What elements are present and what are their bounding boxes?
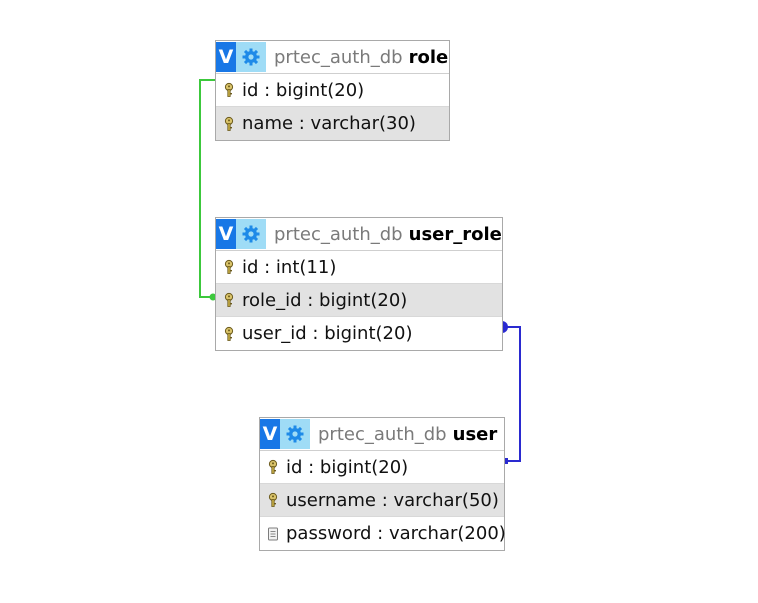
table-db-name: prtec_auth_db (274, 46, 403, 68)
table-user[interactable]: V prtec_auth_db user id : bigint(20) use… (259, 417, 506, 551)
table-header: V prtec_auth_db user_role (216, 218, 502, 251)
column-label: id : bigint(20) (242, 79, 365, 101)
gear-icon[interactable] (236, 42, 266, 72)
column-label: user_id : bigint(20) (242, 323, 413, 344)
column-row[interactable]: id : bigint(20) (260, 451, 504, 484)
gear-icon[interactable] (280, 419, 310, 449)
column-row[interactable]: username : varchar(50) (260, 484, 504, 517)
table-header: V prtec_auth_db user (260, 418, 504, 451)
key-icon (267, 459, 279, 475)
column-label: username : varchar(50) (286, 489, 499, 511)
column-row[interactable]: role_id : bigint(20) (216, 284, 502, 317)
key-icon (223, 259, 235, 275)
key-icon (223, 82, 235, 98)
table-role[interactable]: V prtec_auth_db role id : bigint(20) nam… (215, 40, 450, 141)
column-row[interactable]: id : bigint(20) (216, 74, 449, 107)
table-user-role[interactable]: V prtec_auth_db user_role id : int(11) r… (215, 217, 503, 351)
column-row[interactable]: password : varchar(200) (260, 517, 506, 550)
key-icon (223, 292, 235, 308)
gear-icon[interactable] (236, 219, 266, 249)
column-row[interactable]: id : int(11) (216, 251, 502, 284)
table-name: role (408, 46, 449, 68)
table-db-name: prtec_auth_db (274, 223, 403, 245)
column-row[interactable]: name : varchar(30) (216, 107, 449, 140)
table-name: user_role (408, 223, 502, 245)
column-label: role_id : bigint(20) (242, 289, 408, 311)
toggle-icon[interactable]: V (216, 42, 236, 72)
column-label: password : varchar(200) (286, 523, 506, 544)
toggle-icon[interactable]: V (260, 419, 280, 449)
key-icon (223, 116, 235, 132)
table-name: user (452, 423, 498, 445)
key-icon (267, 492, 279, 508)
relation-line-role (199, 79, 215, 298)
key-icon (223, 326, 235, 342)
table-header: V prtec_auth_db role (216, 41, 449, 74)
column-label: name : varchar(30) (242, 113, 416, 134)
toggle-icon[interactable]: V (216, 219, 236, 249)
column-icon (267, 526, 279, 542)
table-db-name: prtec_auth_db (318, 423, 447, 445)
column-row[interactable]: user_id : bigint(20) (216, 317, 502, 350)
column-label: id : int(11) (242, 256, 337, 278)
column-label: id : bigint(20) (286, 456, 409, 478)
